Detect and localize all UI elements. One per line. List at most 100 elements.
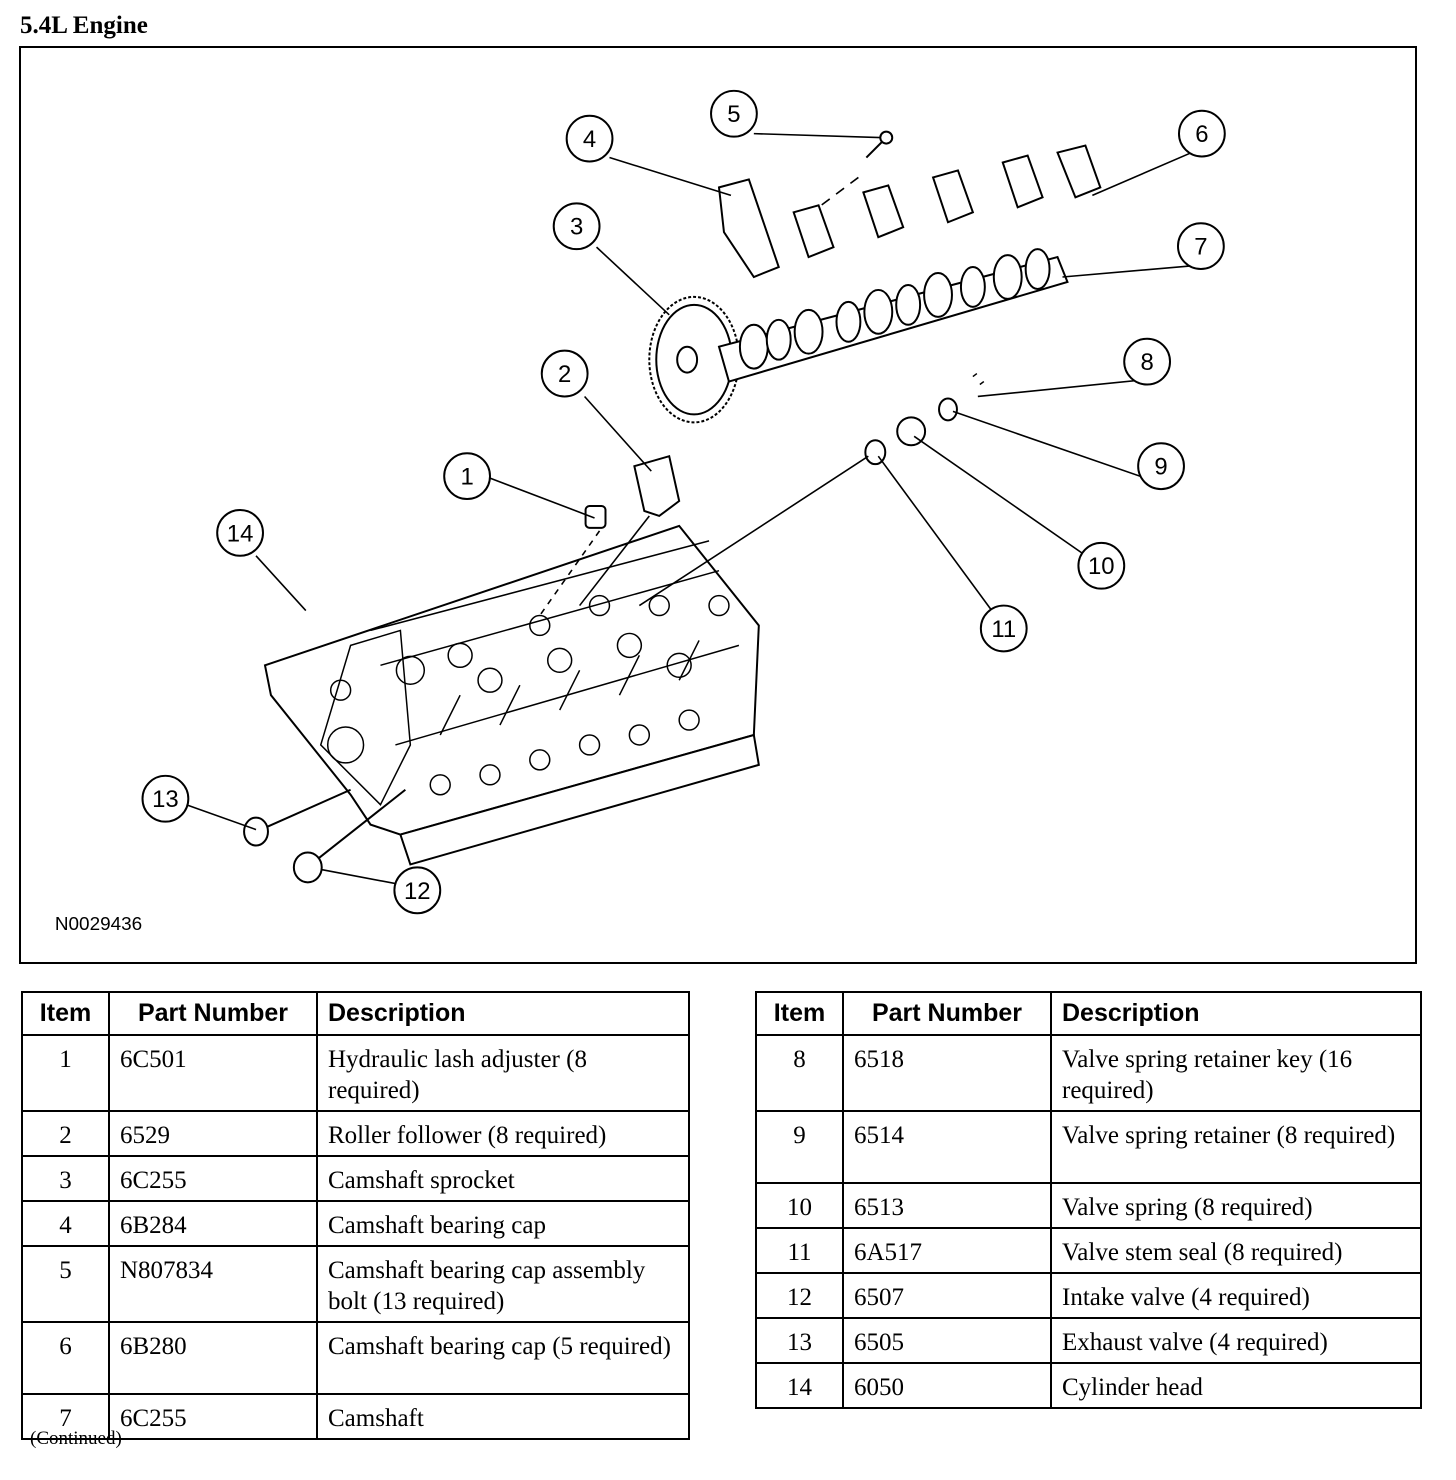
callout-2: 2 (540, 349, 589, 398)
cell-description: Intake valve (4 required) (1050, 1272, 1422, 1319)
callout-1: 1 (443, 452, 491, 501)
cell-part-number: 6518 (842, 1034, 1052, 1112)
cell-item: 2 (21, 1110, 110, 1157)
cell-description: Valve stem seal (8 required) (1050, 1227, 1422, 1274)
cell-description: Roller follower (8 required) (316, 1110, 690, 1157)
cell-item: 9 (755, 1110, 844, 1184)
callout-5: 5 (710, 89, 758, 138)
callout-3: 3 (552, 202, 601, 251)
cell-item: 8 (755, 1034, 844, 1112)
leader-lines (186, 132, 1202, 889)
bearing-caps-drawing (717, 130, 1102, 279)
cell-description: Camshaft bearing cap assembly bolt (13 r… (316, 1245, 690, 1323)
cell-description: Camshaft bearing cap (316, 1200, 690, 1247)
cell-description: Valve spring (8 required) (1050, 1182, 1422, 1229)
exploded-view-drawing: 1 2 3 4 5 6 7 8 9 10 11 (55, 89, 1226, 935)
cell-description: Cylinder head (1050, 1362, 1422, 1409)
callout-14: 14 (216, 508, 264, 557)
table-row: 12 6507 Intake valve (4 required) (755, 1272, 1422, 1319)
svg-text:9: 9 (1154, 454, 1167, 481)
svg-text:11: 11 (991, 616, 1016, 643)
table-row: 1 6C501 Hydraulic lash adjuster (8 requi… (21, 1034, 690, 1112)
table-row: 13 6505 Exhaust valve (4 required) (755, 1317, 1422, 1364)
callout-13: 13 (141, 774, 190, 823)
svg-text:14: 14 (227, 520, 254, 547)
cell-part-number: 6507 (842, 1272, 1052, 1319)
svg-text:7: 7 (1194, 234, 1207, 261)
cell-part-number: 6050 (842, 1362, 1052, 1409)
callout-11: 11 (979, 604, 1028, 653)
table-row: 5 N807834 Camshaft bearing cap assembly … (21, 1245, 690, 1323)
header-item: Item (21, 991, 110, 1036)
cell-item: 6 (21, 1321, 110, 1395)
cell-part-number: N807834 (108, 1245, 318, 1323)
svg-text:1: 1 (460, 464, 473, 491)
cell-description: Hydraulic lash adjuster (8 required) (316, 1034, 690, 1112)
svg-text:5: 5 (727, 101, 740, 128)
cell-part-number: 6B284 (108, 1200, 318, 1247)
cell-item: 10 (755, 1182, 844, 1229)
cell-part-number: 6C255 (108, 1393, 318, 1440)
parts-table-left: Item Part Number Description 1 6C501 Hyd… (21, 991, 690, 1440)
cell-part-number: 6505 (842, 1317, 1052, 1364)
figure-id: N0029436 (55, 914, 142, 935)
svg-text:12: 12 (404, 878, 431, 905)
cell-description: Valve spring retainer (8 required) (1050, 1110, 1422, 1184)
cell-description: Camshaft (316, 1393, 690, 1440)
callout-7: 7 (1176, 222, 1225, 271)
cell-item: 13 (755, 1317, 844, 1364)
cell-item: 11 (755, 1227, 844, 1274)
callout-8: 8 (1123, 337, 1172, 386)
cell-part-number: 6513 (842, 1182, 1052, 1229)
cell-item: 3 (21, 1155, 110, 1202)
cell-part-number: 6A517 (842, 1227, 1052, 1274)
svg-text:2: 2 (558, 361, 571, 388)
cell-description: Valve spring retainer key (16 required) (1050, 1034, 1422, 1112)
table-row: 14 6050 Cylinder head (755, 1362, 1422, 1409)
svg-text:8: 8 (1140, 349, 1153, 376)
table-row: 8 6518 Valve spring retainer key (16 req… (755, 1034, 1422, 1112)
exploded-view-figure: 1 2 3 4 5 6 7 8 9 10 11 (19, 46, 1417, 964)
cell-part-number: 6514 (842, 1110, 1052, 1184)
table-row: 9 6514 Valve spring retainer (8 required… (755, 1110, 1422, 1184)
svg-text:4: 4 (583, 126, 596, 153)
svg-text:6: 6 (1195, 121, 1208, 148)
cell-part-number: 6B280 (108, 1321, 318, 1395)
camshaft-sprocket-drawing (648, 295, 740, 424)
cell-part-number: 6C501 (108, 1034, 318, 1112)
cell-item: 5 (21, 1245, 110, 1323)
cell-item: 14 (755, 1362, 844, 1409)
lash-adjuster-follower-drawing (539, 454, 681, 616)
table-row: 7 6C255 Camshaft (21, 1393, 690, 1440)
header-item: Item (755, 991, 844, 1036)
callout-9: 9 (1137, 442, 1185, 491)
camshaft-drawing (717, 248, 1069, 383)
cell-description: Exhaust valve (4 required) (1050, 1317, 1422, 1364)
table-header-row: Item Part Number Description (755, 991, 1422, 1036)
page-title: 5.4L Engine (20, 12, 148, 39)
header-description: Description (316, 991, 690, 1036)
cell-item: 7 (21, 1393, 110, 1440)
table-row: 3 6C255 Camshaft sprocket (21, 1155, 690, 1202)
cell-part-number: 6C255 (108, 1155, 318, 1202)
cell-item: 1 (21, 1034, 110, 1112)
cylinder-head-drawing (263, 524, 760, 866)
callout-12: 12 (393, 866, 442, 915)
cell-part-number: 6529 (108, 1110, 318, 1157)
cell-item: 12 (755, 1272, 844, 1319)
cell-description: Camshaft bearing cap (5 required) (316, 1321, 690, 1395)
callout-6: 6 (1177, 109, 1226, 158)
table-row: 2 6529 Roller follower (8 required) (21, 1110, 690, 1157)
svg-text:10: 10 (1088, 553, 1115, 580)
header-part-number: Part Number (842, 991, 1052, 1036)
table-row: 6 6B280 Camshaft bearing cap (5 required… (21, 1321, 690, 1395)
svg-text:13: 13 (152, 786, 179, 813)
cell-item: 4 (21, 1200, 110, 1247)
table-row: 10 6513 Valve spring (8 required) (755, 1182, 1422, 1229)
table-row: 11 6A517 Valve stem seal (8 required) (755, 1227, 1422, 1274)
callout-4: 4 (565, 114, 614, 163)
svg-text:3: 3 (570, 214, 583, 241)
callout-10: 10 (1077, 541, 1126, 590)
header-description: Description (1050, 991, 1422, 1036)
header-part-number: Part Number (108, 991, 318, 1036)
